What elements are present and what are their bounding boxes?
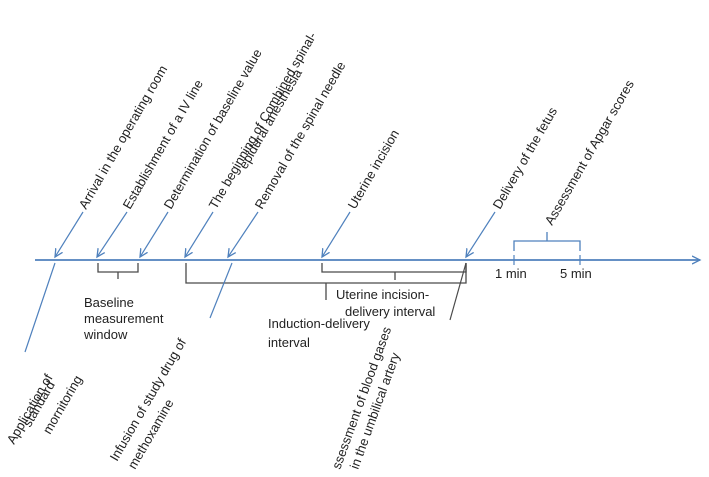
label-uterine-incision: Uterine incision: [345, 127, 402, 211]
arrow-infusion: [209, 262, 233, 319]
apgar-bracket: [513, 232, 581, 251]
label-uid-2: delivery interval: [345, 304, 435, 319]
label-uid-1: Uterine incision-: [336, 287, 429, 302]
baseline-window-bracket: [97, 263, 139, 279]
arrow-cse: [185, 211, 214, 257]
arrow-bloodgas: [449, 262, 467, 321]
label-5min: 5 min: [560, 266, 592, 281]
label-1min: 1 min: [495, 266, 527, 281]
arrow-arrival: [55, 211, 84, 257]
arrow-uterine-incision: [322, 211, 351, 257]
label-baseline-window-1: Baseline: [84, 295, 134, 310]
arrow-delivery: [466, 211, 496, 257]
arrow-baseline-value: [140, 211, 169, 257]
label-idi-1: Induction-delivery: [268, 316, 370, 331]
arrow-removal: [228, 211, 259, 257]
label-delivery: Delivery of the fetus: [490, 104, 561, 211]
label-baseline-window-2: measurement: [84, 311, 164, 326]
label-iv-line: Establishment of a IV line: [120, 77, 206, 212]
induction-delivery-bracket: [185, 263, 467, 300]
label-apgar: Assessment of Apgar scores: [542, 77, 638, 228]
uterine-delivery-bracket: [321, 263, 467, 280]
label-idi-2: interval: [268, 335, 310, 350]
arrow-monitoring: [24, 262, 56, 353]
arrow-iv-line: [97, 211, 128, 257]
label-arrival: Arrival in the operating room: [76, 63, 171, 212]
label-baseline-window-3: window: [83, 327, 128, 342]
